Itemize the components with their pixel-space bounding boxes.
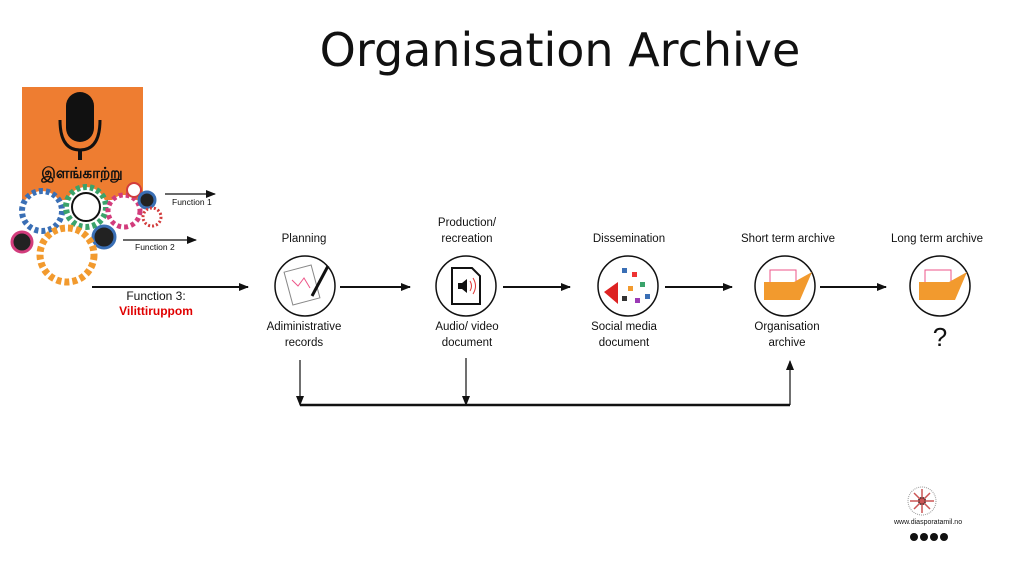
document-pen-icon (283, 264, 330, 306)
website-link[interactable]: www.diasporatamil.no (894, 519, 963, 526)
stage-production-title-2: recreation (441, 233, 493, 245)
function-3-name: Vilittiruppom (119, 304, 193, 318)
megaphone-icon (604, 268, 650, 304)
youtube-icon (930, 533, 938, 541)
unknown-outcome-mark: ? (932, 322, 948, 352)
stage-production-title: Production/ (437, 217, 497, 229)
folder-icon (764, 269, 812, 300)
page-title: Organisation Archive (319, 23, 801, 77)
diasporatamil-logo (907, 486, 937, 516)
stage-dissemination-output: Social media (591, 321, 657, 333)
stage-short-term-output: Organisation (754, 321, 820, 333)
function-1-label: Function 1 (172, 197, 212, 207)
ilangkaatru-logo: இளங்காற்று (22, 87, 143, 200)
stage-production-output: Audio/ video (435, 321, 499, 333)
function-2-label: Function 2 (135, 242, 175, 252)
facebook-icon (910, 533, 918, 541)
stage-planning-output: Adiministrative (266, 321, 342, 333)
email-icon (940, 533, 948, 541)
folder-icon (919, 269, 967, 300)
stage-dissemination-output-2: document (598, 337, 650, 349)
audio-file-icon (451, 267, 481, 305)
stage-planning-title: Planning (281, 233, 327, 245)
svg-text:இளங்காற்று: இளங்காற்று (40, 164, 122, 183)
stage-long-term-title: Long term archive (890, 233, 984, 245)
stage-dissemination-title: Dissemination (592, 233, 666, 245)
stage-short-term-output-2: archive (768, 337, 806, 349)
stage-short-term-title: Short term archive (741, 233, 835, 245)
microphone-icon (58, 92, 102, 160)
instagram-icon (920, 533, 928, 541)
function-3-label: Function 3: (126, 289, 186, 303)
stage-planning-output-2: records (284, 337, 324, 349)
gears-graphic (10, 182, 163, 286)
stage-production-output-2: document (441, 337, 493, 349)
